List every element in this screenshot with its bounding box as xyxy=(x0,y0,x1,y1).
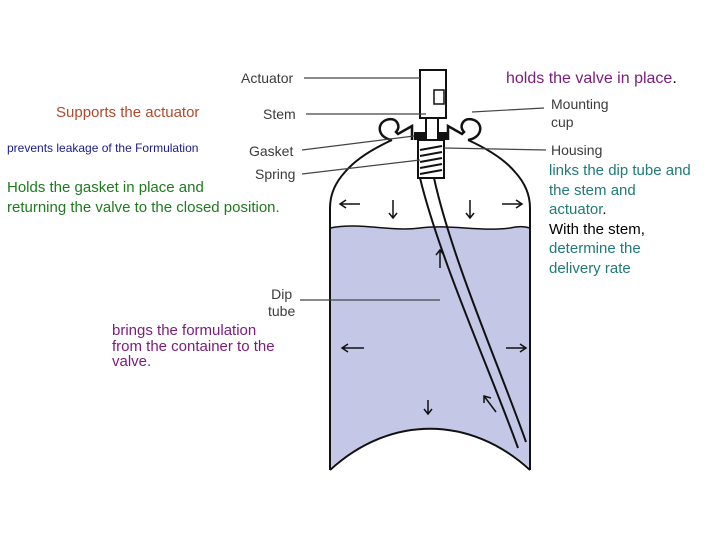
note-actuator: holds the valve in place. xyxy=(506,70,677,87)
note-dip-tube: brings the formulation from the containe… xyxy=(112,322,275,370)
liquid-surface xyxy=(329,225,531,230)
dip-tube xyxy=(419,177,527,449)
mounting-cup-right-rim xyxy=(446,117,482,142)
actuator-nozzle xyxy=(433,89,445,105)
arrow-down-left xyxy=(388,200,398,220)
label-actuator: Actuator xyxy=(241,70,294,86)
container-bottom xyxy=(329,427,531,471)
arrow-down-bottom xyxy=(423,400,433,416)
label-spring: Spring xyxy=(255,166,296,182)
arrow-up-tube xyxy=(435,248,445,268)
arrow-left-mid xyxy=(340,343,364,353)
arrow-left-top xyxy=(338,199,360,209)
liquid-fill xyxy=(330,226,530,468)
label-mounting-cup: Mounting cup xyxy=(551,96,609,130)
mounting-cup-left-rim xyxy=(378,117,414,142)
flow-arrows xyxy=(338,199,528,416)
note-housing: links the dip tube and the stem and actu… xyxy=(549,162,691,277)
note-spring: Holds the gasket in place and returning … xyxy=(7,179,280,216)
note-gasket: prevents leakage of the Formulation xyxy=(7,141,199,155)
label-housing: Housing xyxy=(551,142,603,158)
label-dip-tube: Dip tube xyxy=(268,286,296,319)
label-stem: Stem xyxy=(263,106,296,122)
arrow-down-right xyxy=(465,200,475,220)
arrow-right-top xyxy=(502,199,524,209)
spring xyxy=(419,145,443,175)
arrow-right-mid xyxy=(506,343,528,353)
leader-lines xyxy=(300,77,547,301)
label-gasket: Gasket xyxy=(249,143,294,159)
container-outline xyxy=(329,139,531,470)
note-stem: Supports the actuator xyxy=(56,104,200,121)
arrow-up-tube-bottom xyxy=(483,395,497,413)
